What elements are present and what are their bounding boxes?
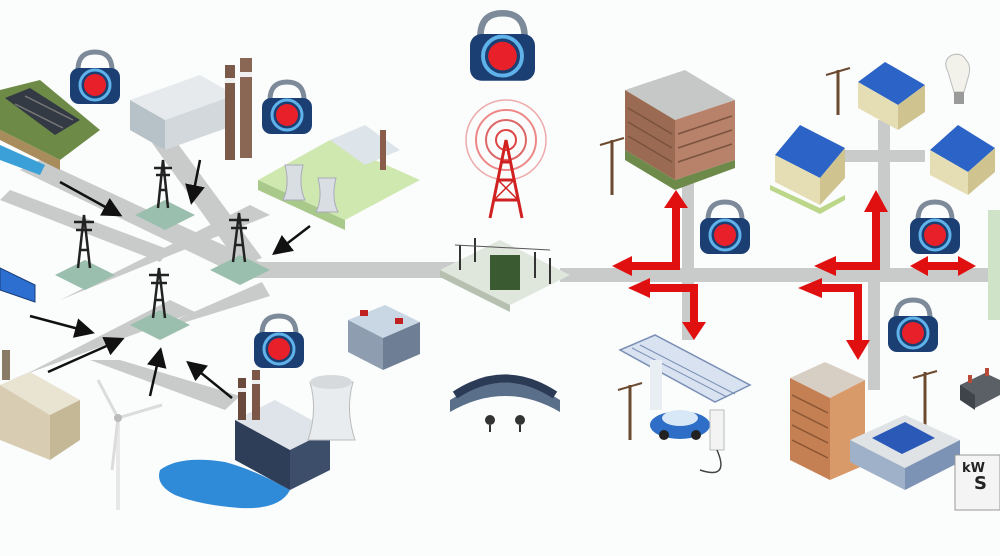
power-flow-arrows (612, 190, 976, 360)
cfl-bulb-icon (945, 53, 971, 104)
padlock-icon (470, 9, 535, 81)
radio-tower-icon (465, 99, 547, 219)
battery-icon (348, 305, 420, 370)
padlock-icon (700, 199, 750, 254)
substation-icon (440, 238, 570, 312)
wind-turbine (96, 379, 163, 510)
factory-building (130, 58, 252, 160)
generation-input-arrows (29, 159, 311, 399)
pylon-icon (130, 267, 190, 340)
office-tower (625, 70, 735, 190)
pylon-group (55, 159, 270, 340)
utility-pole (912, 370, 938, 425)
nuclear-plant (258, 125, 420, 230)
house-left (0, 350, 80, 460)
solar-house (858, 62, 925, 130)
transformer-box (960, 368, 1000, 410)
solar-house (770, 125, 845, 214)
utility-pole (599, 137, 625, 195)
right-edge-building (988, 210, 1000, 320)
meter-unit-text: kW (962, 461, 985, 476)
padlock-icon (888, 297, 938, 352)
padlock-icon (70, 49, 120, 104)
smart-meter (954, 454, 1000, 511)
solar-house (930, 125, 995, 195)
pylon-icon (55, 214, 115, 290)
padlock-icon (910, 199, 960, 254)
padlock-icon (262, 79, 312, 134)
thermal-power-plant (159, 370, 356, 509)
utility-pole (617, 382, 643, 440)
pylon-icon (135, 159, 195, 230)
ev-charging-station (618, 334, 752, 474)
utility-pole (825, 67, 851, 115)
meter-sub-text: S (974, 473, 987, 494)
padlock-icon (254, 313, 304, 368)
solar-farm-terrain (0, 80, 100, 175)
pylon-icon (210, 212, 270, 285)
solar-panel-array (0, 267, 36, 303)
apartment-building (790, 362, 960, 490)
control-room-icon (450, 374, 560, 432)
smart-meter-label: kW S (962, 462, 987, 493)
